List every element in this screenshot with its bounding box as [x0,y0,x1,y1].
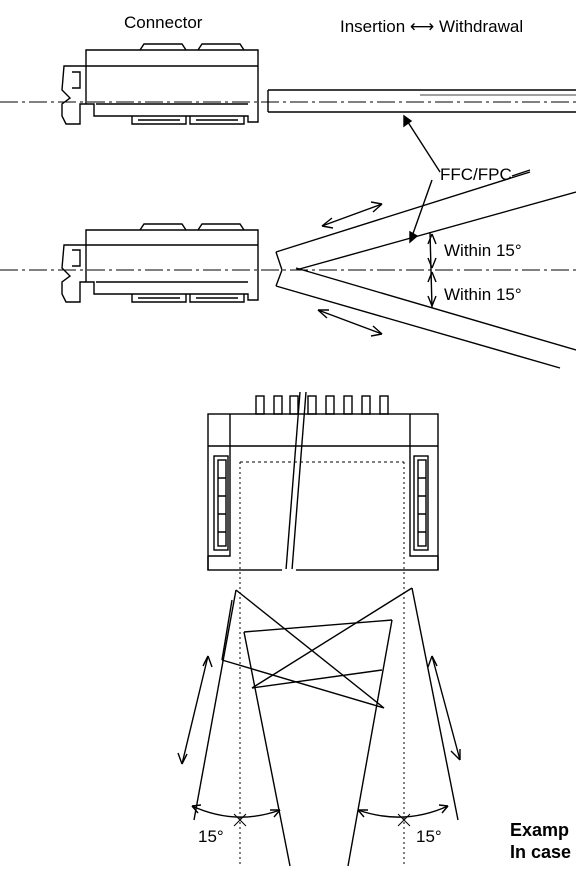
connector-label: Connector [124,13,203,32]
ffc-fpc-label: FFC/FPC [440,165,512,184]
ffc-cable-straight [267,89,576,113]
dotted-guides [239,462,405,866]
fpc-top-view-angled [282,391,307,571]
example-caption-line1: Examp [510,820,569,840]
connector-side-view-middle [61,223,259,303]
move-arrow-upper [321,201,383,229]
within-15-lower-label: Within 15° [444,285,522,304]
angle-dimension-middle [409,179,437,309]
side-arrow-left [177,655,213,765]
example-caption-line2: In case [510,842,571,862]
angle-left-label: 15° [198,827,224,846]
connector-top-view [207,413,439,571]
move-arrow-lower [317,309,383,337]
side-arrow-right [427,655,461,761]
angle-right-label: 15° [416,827,442,846]
connector-side-view-top [61,43,259,125]
within-15-upper-label: Within 15° [444,241,522,260]
connector-pins [255,395,389,415]
ffc-cable-angled [275,171,576,369]
fpc-tilted-outlines [193,587,459,867]
ffc-leader-line [403,115,441,173]
angle-arc-left [191,804,281,827]
angle-arc-right [357,804,449,827]
insertion-withdrawal-label: Insertion ⟷ Withdrawal [340,17,523,36]
